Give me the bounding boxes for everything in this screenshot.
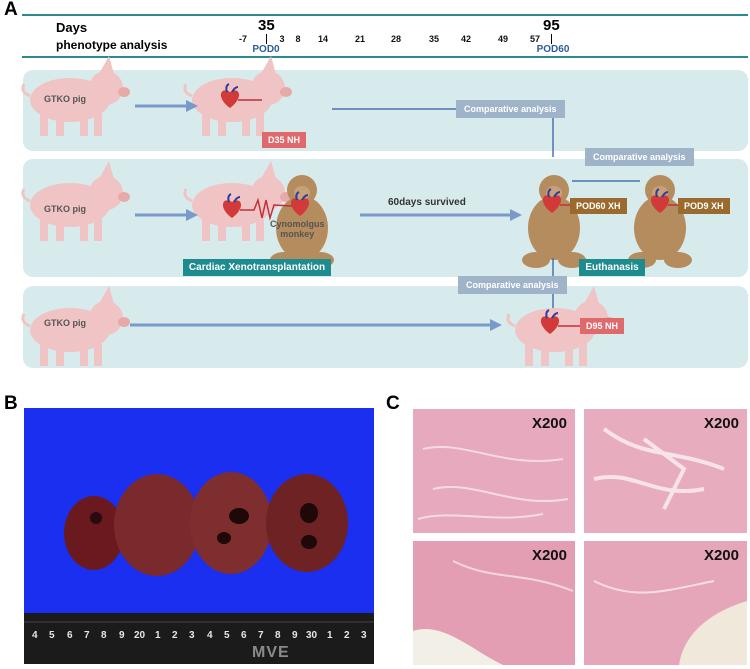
row-box-xeno [23, 159, 748, 277]
ruler-number: 7 [258, 630, 264, 641]
tick-label: 42 [460, 34, 472, 44]
ruler-number: 9 [292, 630, 298, 641]
pod60-xh-tag: POD60 XH [570, 198, 627, 214]
histology-texture [593, 427, 725, 510]
ruler-number: 8 [101, 630, 107, 641]
tick-label: 35 [428, 34, 440, 44]
ruler-number: 5 [224, 630, 230, 641]
magnification-label: X200 [531, 547, 567, 564]
ruler-number: 20 [134, 630, 146, 641]
histology-texture [593, 580, 747, 665]
tick-label: 28 [390, 34, 402, 44]
comparative-analysis-label-2: Comparative analysis [585, 148, 694, 166]
ruler-number: 1 [155, 630, 161, 641]
ruler-number: 6 [67, 630, 73, 641]
d35-nh-tag: D35 NH [262, 132, 307, 148]
histology-texture [413, 560, 574, 665]
tick-label: 3 [279, 34, 285, 44]
ruler-number: 4 [207, 630, 213, 641]
ruler-number: 8 [275, 630, 281, 641]
panel-label-a: A [4, 0, 18, 20]
schematic-graphics [21, 54, 692, 368]
big-tick-95: 95 [543, 17, 560, 34]
panel-label-c: C [386, 393, 400, 414]
gtko-label-row3: GTKO pig [44, 318, 86, 328]
big-tick-35: 35 [258, 17, 275, 34]
comparative-analysis-label-3: Comparative analysis [458, 276, 567, 294]
gtko-label-row2: GTKO pig [44, 204, 86, 214]
histology-image-2: X200 [584, 409, 747, 533]
magnification-label: X200 [703, 547, 739, 564]
ruler-number: 7 [84, 630, 90, 641]
heart-slices-graphic [24, 472, 374, 664]
tick-label: 8 [295, 34, 301, 44]
gtko-label-row1: GTKO pig [44, 94, 86, 104]
tick-label: -7 [238, 34, 248, 44]
days-label: Days [56, 20, 88, 35]
magnification-label: X200 [531, 415, 567, 432]
mve-watermark: MVE [252, 644, 290, 661]
ruler-number: 3 [189, 630, 195, 641]
cardiac-xeno-label: Cardiac Xenotransplantation [183, 259, 331, 276]
pod9-xh-tag: POD9 XH [678, 198, 730, 214]
tick-label: 14 [317, 34, 329, 44]
ruler-number: 30 [306, 630, 318, 641]
histology-texture [417, 445, 569, 520]
euthanasis-label: Euthanasis [579, 259, 645, 276]
ruler-number: 5 [49, 630, 55, 641]
histology-image-1: X200 [413, 409, 575, 533]
row-box-d35 [23, 70, 748, 151]
cynomolgus-monkey-label: Cynomolgus monkey [270, 219, 325, 239]
ruler-number: 6 [241, 630, 247, 641]
comparative-analysis-label-1: Comparative analysis [456, 100, 565, 118]
heart-slices-photo: 4 5 6 7 8 9 20 1 2 3 4 5 6 7 8 9 30 1 2 … [24, 408, 374, 664]
phenotype-label: phenotype analysis [56, 38, 168, 52]
pod60-label: POD60 [536, 44, 570, 55]
tick-label: 49 [497, 34, 509, 44]
survived-label: 60days survived [388, 197, 466, 208]
panel-label-b: B [4, 393, 18, 414]
timeline-top-rule [22, 14, 748, 16]
ruler-number: 4 [32, 630, 38, 641]
histology-image-3: X200 [413, 541, 575, 665]
d95-nh-tag: D95 NH [580, 318, 625, 334]
ruler-number: 9 [119, 630, 125, 641]
ruler-number: 2 [172, 630, 178, 641]
tick-label: 21 [354, 34, 366, 44]
timeline-bottom-rule [22, 56, 748, 58]
ruler-number: 2 [344, 630, 350, 641]
pod60-marker [551, 34, 552, 44]
row-box-d95 [23, 286, 748, 368]
pod0-label: POD0 [252, 44, 280, 55]
magnification-label: X200 [703, 415, 739, 432]
tick-label: 57 [529, 34, 541, 44]
ruler-number: 3 [361, 630, 367, 641]
pod0-marker [266, 34, 267, 44]
ruler-number: 1 [327, 630, 333, 641]
histology-image-4: X200 [584, 541, 747, 665]
